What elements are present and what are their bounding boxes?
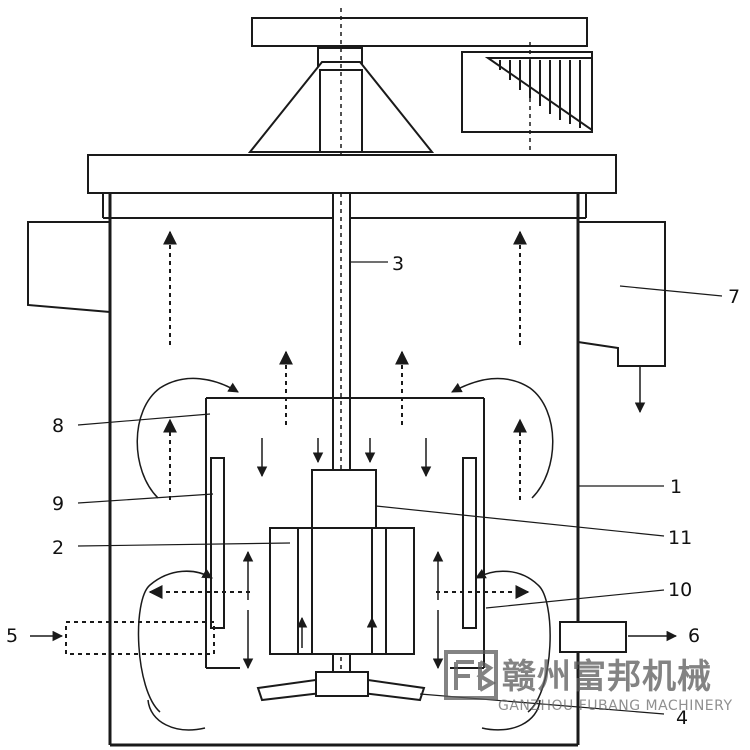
label-7: 7 <box>728 286 740 308</box>
leader-lines <box>77 261 723 715</box>
watermark-logo <box>444 650 498 700</box>
label-10: 10 <box>668 579 692 601</box>
label-9: 9 <box>52 493 64 515</box>
impeller-blades <box>256 671 426 702</box>
right-froth-launder <box>577 221 666 367</box>
right-circulation-wall <box>462 457 477 629</box>
label-4: 4 <box>676 707 688 729</box>
label-2: 2 <box>52 537 64 559</box>
label-6: 6 <box>688 625 700 647</box>
motor-pulley-hatching <box>499 60 581 128</box>
watermark: 赣州富邦机械 GANZHOU FUBANG MACHINERY <box>444 650 733 714</box>
feed-inlet-pipe <box>65 621 215 655</box>
tailings-outlet-pipe <box>559 621 627 653</box>
drive-belt-beam <box>251 17 588 47</box>
rising-froth-arrows <box>163 230 527 500</box>
left-froth-launder <box>27 221 111 313</box>
left-circulation-wall <box>210 457 225 629</box>
watermark-english: GANZHOU FUBANG MACHINERY <box>498 698 733 714</box>
cover-plate <box>87 154 617 194</box>
label-5: 5 <box>6 625 18 647</box>
drive-mechanism <box>247 8 593 155</box>
label-8: 8 <box>52 415 64 437</box>
impeller <box>269 527 415 655</box>
label-3: 3 <box>392 253 404 275</box>
label-11: 11 <box>668 527 692 549</box>
downflow-arrows <box>256 438 432 478</box>
impeller-flow-arrows <box>242 550 444 670</box>
label-1: 1 <box>670 476 682 498</box>
watermark-chinese: 赣州富邦机械 <box>502 657 712 697</box>
shaft-sleeve <box>311 469 377 529</box>
circulation-loops <box>136 377 554 731</box>
motor-housing <box>461 51 593 133</box>
